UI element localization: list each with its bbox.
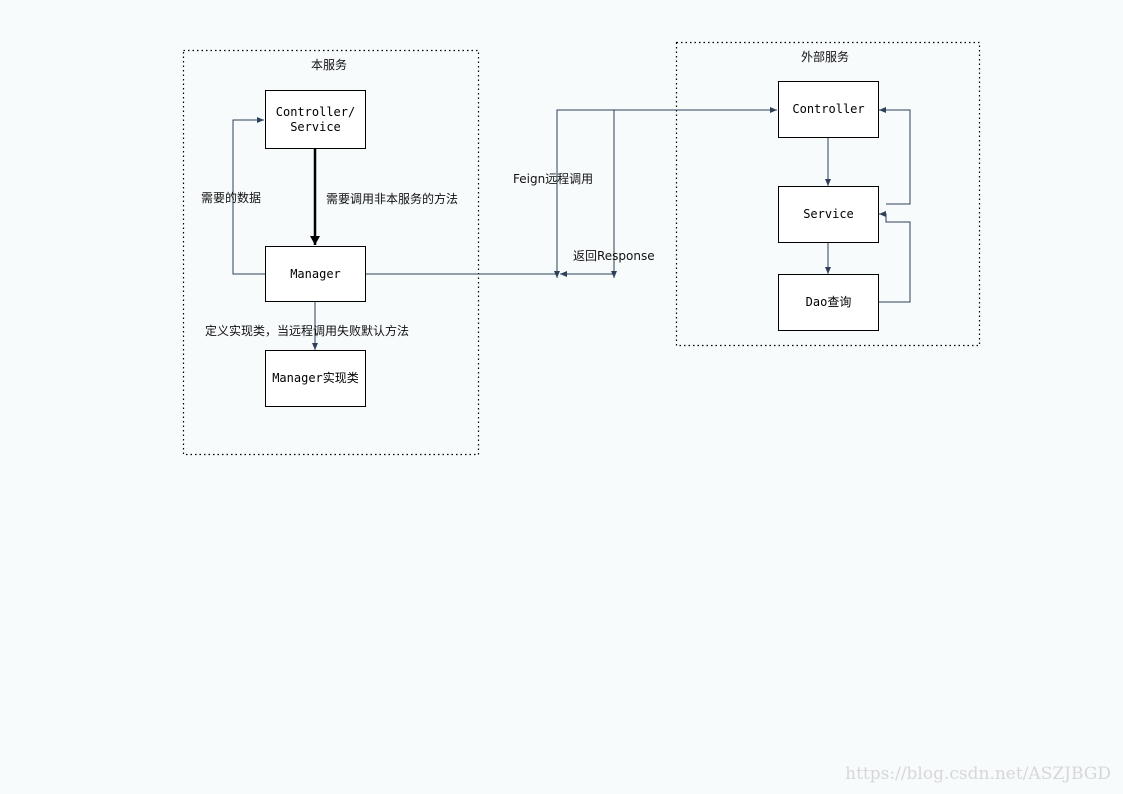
ext-dao-node: Dao查询 bbox=[778, 274, 879, 331]
call-external-method-label: 需要调用非本服务的方法 bbox=[326, 192, 459, 206]
needed-data-label: 需要的数据 bbox=[201, 191, 262, 205]
fallback-impl-label: 定义实现类，当远程调用失败默认方法 bbox=[205, 324, 410, 338]
connector-service-to-controller bbox=[879, 107, 911, 205]
local-service-group bbox=[182, 49, 480, 456]
ext-dao-label: Dao查询 bbox=[805, 295, 852, 309]
manager-node: Manager bbox=[265, 246, 366, 302]
controller-service-label: Controller/ Service bbox=[275, 104, 356, 134]
manager-label: Manager bbox=[290, 266, 341, 281]
connector-feign-call bbox=[366, 107, 777, 275]
ext-controller-node: Controller bbox=[778, 81, 879, 138]
ext-controller-label: Controller bbox=[792, 102, 865, 116]
controller-service-node: Controller/ Service bbox=[265, 90, 366, 149]
external-group-title: 外部服务 bbox=[801, 50, 850, 64]
return-response-label: 返回Response bbox=[573, 249, 655, 263]
ext-service-node: Service bbox=[778, 186, 879, 243]
watermark: https://blog.csdn.net/ASZJBGD bbox=[845, 764, 1111, 784]
local-group-title: 本服务 bbox=[311, 58, 348, 72]
manager-impl-label: Manager实现类 bbox=[272, 371, 359, 385]
connector-dao-to-service bbox=[879, 211, 911, 303]
manager-impl-node: Manager实现类 bbox=[265, 350, 366, 407]
external-service-group bbox=[675, 41, 981, 347]
ext-service-label: Service bbox=[803, 207, 854, 221]
feign-call-label: Feign远程调用 bbox=[513, 172, 594, 186]
